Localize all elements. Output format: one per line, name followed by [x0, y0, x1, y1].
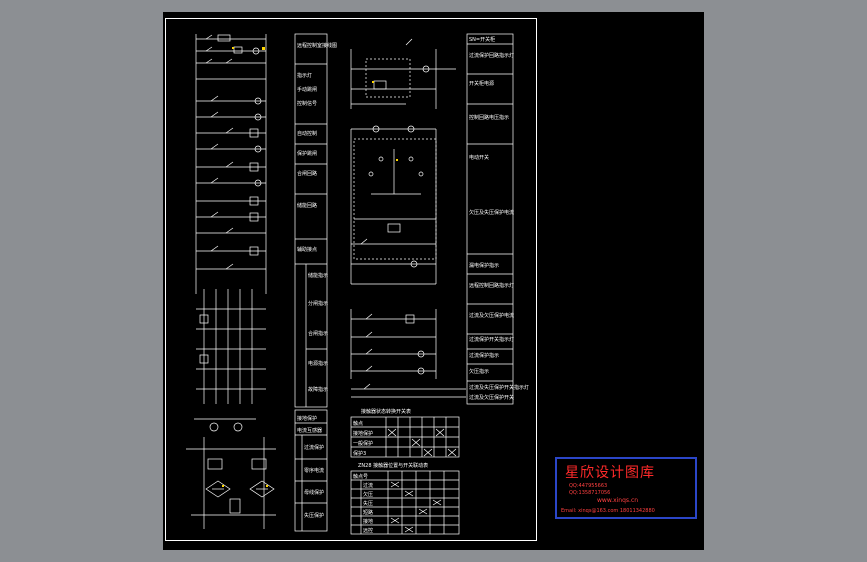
left-label-12: 电源指示: [308, 360, 328, 367]
left-label-1: 指示灯: [297, 72, 312, 79]
watermark-url: www.xinqs.cn: [597, 497, 639, 504]
right-label-13: 过流及欠压保护开关: [469, 394, 514, 401]
bottom-label-4: 母线保护: [304, 489, 324, 496]
right-label-3: 控制回路电压指示: [469, 114, 509, 121]
watermark-qq1: QQ:447955663: [569, 483, 608, 489]
right-label-7: 远程控制回路指示灯: [469, 282, 514, 289]
watermark-email: Email: xinqs@163.com 18011342880: [561, 508, 655, 514]
right-label-0: SN=开关柜: [469, 36, 495, 43]
drawing-canvas: 远程控制室接线图 指示灯 手动跳闸 控制信号 自动控制 保护跳闸 合闸回路 储能…: [163, 12, 704, 550]
left-label-13: 故障指示: [308, 386, 328, 393]
bottom-label-3: 零序电流: [304, 467, 324, 474]
bottom-label-2: 过流保护: [304, 444, 324, 451]
table1-row-0: 触点: [353, 420, 363, 427]
left-label-6: 合闸回路: [297, 170, 317, 177]
left-label-0: 远程控制室接线图: [297, 42, 337, 49]
right-label-1: 过流保护回路指示灯: [469, 52, 514, 59]
left-label-9: 储能指示: [308, 272, 328, 279]
bottom-label-0: 接地保护: [297, 415, 317, 422]
left-label-4: 自动控制: [297, 130, 317, 137]
watermark-logo: 星欣设计图库 QQ:447955663 QQ:1358717056 www.xi…: [555, 457, 697, 519]
table1-row-1: 接地保护: [353, 430, 373, 437]
table2-row-5: 接地: [363, 518, 373, 525]
bottom-label-1: 电流互感器: [297, 427, 322, 434]
schematic-sheet: 远程控制室接线图 指示灯 手动跳闸 控制信号 自动控制 保护跳闸 合闸回路 储能…: [165, 18, 537, 541]
table1-title: 接触器状态转换开关表: [361, 408, 411, 415]
right-label-2: 开关柜电源: [469, 80, 494, 87]
left-label-11: 合闸指示: [308, 330, 328, 337]
table2-row-0: 触点号: [353, 473, 368, 480]
table1-row-2: 一般保护: [353, 440, 373, 447]
right-label-4: 电动开关: [469, 154, 489, 161]
right-label-10: 过流保护指示: [469, 352, 499, 359]
schematic-svg: 远程控制室接线图 指示灯 手动跳闸 控制信号 自动控制 保护跳闸 合闸回路 储能…: [186, 33, 529, 535]
table2-row-2: 欠压: [363, 491, 373, 498]
table2-row-1: 过流: [363, 482, 373, 489]
right-label-9: 过流保护开关指示灯: [469, 336, 514, 343]
left-label-2: 手动跳闸: [297, 86, 317, 93]
left-label-3: 控制信号: [297, 100, 317, 107]
bottom-label-5: 失压保护: [304, 512, 324, 519]
watermark-qq2: QQ:1358717056: [569, 490, 611, 496]
right-label-11: 欠压指示: [469, 368, 489, 375]
table2-title: ZN28 接触器位置与开关联动表: [358, 462, 428, 469]
right-label-8: 过流及欠压保护电流: [469, 312, 514, 319]
left-label-5: 保护跳闸: [297, 150, 317, 157]
table2-row-3: 失压: [363, 500, 373, 507]
table2-row-6: 远控: [363, 527, 373, 534]
watermark-title: 星欣设计图库: [565, 465, 655, 481]
left-label-8: 辅助接点: [297, 246, 317, 253]
left-label-10: 分闸指示: [308, 300, 328, 307]
right-label-12: 过流及失压保护开关指示灯: [469, 384, 529, 391]
table2-row-4: 短路: [363, 509, 373, 516]
right-label-6: 漏电保护指示: [469, 262, 499, 269]
left-label-7: 储能回路: [297, 202, 317, 209]
table1-row-3: 保护3: [353, 450, 366, 457]
right-label-5: 欠压及失压保护电流: [469, 209, 514, 216]
